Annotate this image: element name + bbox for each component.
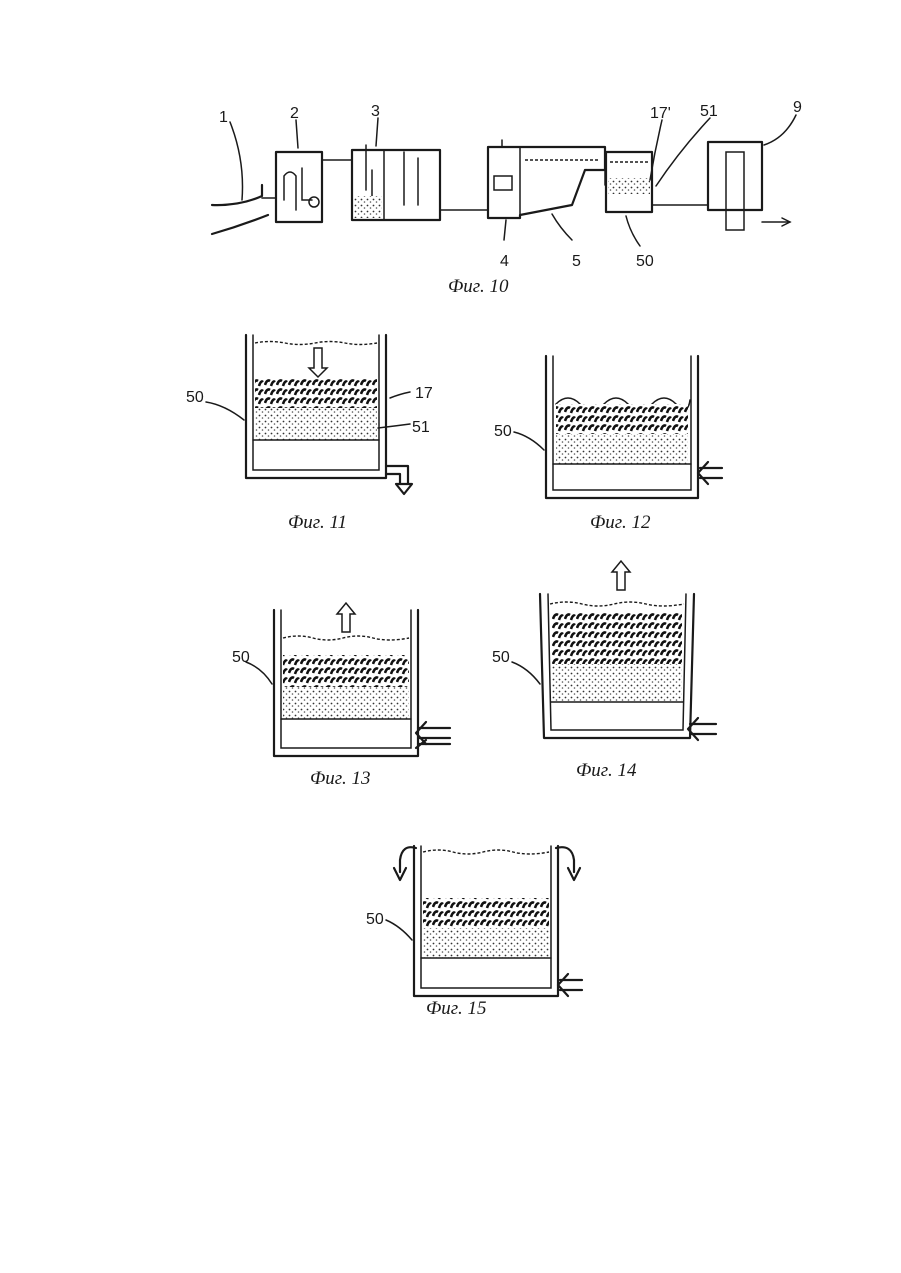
label-3: 3 xyxy=(371,103,380,120)
fig11-outlet-arrow xyxy=(386,466,412,494)
leader-50 xyxy=(626,216,640,246)
unit-4-5-settler xyxy=(488,147,605,218)
label-51: 51 xyxy=(700,103,718,120)
fig12-filter-tank: 50 Фиг. 12 xyxy=(494,356,722,533)
label-5: 5 xyxy=(572,253,581,270)
fig13-inlet-arrow-2 xyxy=(416,740,450,748)
unit-2-siphon xyxy=(284,172,296,210)
label-50: 50 xyxy=(636,253,654,270)
unit-9-column xyxy=(726,152,744,230)
label-9: 9 xyxy=(793,99,802,116)
leader-1 xyxy=(230,122,243,200)
fig11-sand-layer xyxy=(255,408,377,440)
fig11-label-50: 50 xyxy=(186,389,204,406)
fig11-label-17: 17 xyxy=(415,385,433,402)
leader-5 xyxy=(552,214,572,240)
fig11-chips-layer xyxy=(255,378,377,408)
leader-3 xyxy=(376,118,378,146)
fig15-water-surface xyxy=(423,850,549,854)
fig14-sand-layer xyxy=(552,664,682,702)
fig12-label-50: 50 xyxy=(494,423,512,440)
fig13-label-50: 50 xyxy=(232,649,250,666)
leader-2 xyxy=(296,120,298,148)
fig12-chips-layer xyxy=(556,404,688,434)
label-17: 17' xyxy=(650,105,671,122)
fig13-up-arrow xyxy=(337,603,355,632)
fig14-caption: Фиг. 14 xyxy=(576,760,637,781)
fig15-overflow-left xyxy=(394,847,416,880)
fig14-filter-tank: 50 Фиг. 14 xyxy=(492,561,716,781)
unit-50-media xyxy=(608,178,650,194)
fig15-label-50: 50 xyxy=(366,911,384,928)
unit-3-sediment xyxy=(354,196,382,218)
fig11-caption: Фиг. 11 xyxy=(288,512,347,533)
unit-2-valve xyxy=(309,197,319,207)
fig15-overflow-right xyxy=(556,847,580,880)
label-4: 4 xyxy=(500,253,509,270)
fig12-sand-layer xyxy=(556,434,688,464)
fig14-up-arrow xyxy=(612,561,630,590)
fig15-leader-50 xyxy=(386,920,412,940)
inlet-pipe xyxy=(212,185,262,205)
label-2: 2 xyxy=(290,105,299,122)
fig12-inlet-arrow xyxy=(698,462,722,484)
fig11-water-surface xyxy=(255,342,377,345)
fig11-leader-50 xyxy=(206,402,244,420)
fig13-sand-layer xyxy=(283,687,409,719)
leader-17 xyxy=(650,120,662,180)
fig11-down-arrow xyxy=(309,348,327,377)
fig13-caption: Фиг. 13 xyxy=(310,768,370,789)
leader-9 xyxy=(764,115,796,145)
unit-2-box xyxy=(276,152,322,222)
fig15-sand-layer xyxy=(423,928,549,958)
fig11-leader-17 xyxy=(390,392,410,398)
label-1: 1 xyxy=(219,109,228,126)
fig13-inlet-arrow-1 xyxy=(416,722,450,744)
fig15-caption: Фиг. 15 xyxy=(426,998,486,1019)
fig11-label-51: 51 xyxy=(412,419,430,436)
leader-4 xyxy=(504,220,506,240)
fig15-chips-layer xyxy=(423,898,549,928)
fig15-filter-tank: 50 Фиг. 15 xyxy=(366,846,582,1019)
fig11-leader-51 xyxy=(378,424,410,428)
fig14-inlet-arrow xyxy=(688,718,716,740)
fig13-chips-layer xyxy=(283,655,409,687)
fig14-leader-50 xyxy=(512,662,540,684)
fig13-filter-tank: 50 Фиг. 13 xyxy=(232,603,450,789)
fig10-caption: Фиг. 10 xyxy=(448,276,509,297)
unit-2-tube xyxy=(302,168,312,200)
fig13-water-surface xyxy=(283,636,409,640)
fig12-caption: Фиг. 12 xyxy=(590,512,651,533)
fig11-filter-tank: 50 17 51 Фиг. 11 xyxy=(186,335,433,533)
fig14-label-50: 50 xyxy=(492,649,510,666)
fig15-inlet-arrow xyxy=(558,974,582,996)
unit-4-module xyxy=(494,176,512,190)
fig10-process-line: 1 2 3 4 5 17' 51 50 9 Фиг. 10 xyxy=(212,99,802,297)
fig14-water-surface xyxy=(550,602,684,606)
inlet-channel xyxy=(212,215,268,234)
leader-51 xyxy=(656,118,710,186)
fig13-leader-50 xyxy=(246,662,272,684)
fig14-chips-layer xyxy=(552,612,682,664)
fig12-leader-50 xyxy=(514,432,544,450)
pipe-5-50 xyxy=(585,170,605,185)
